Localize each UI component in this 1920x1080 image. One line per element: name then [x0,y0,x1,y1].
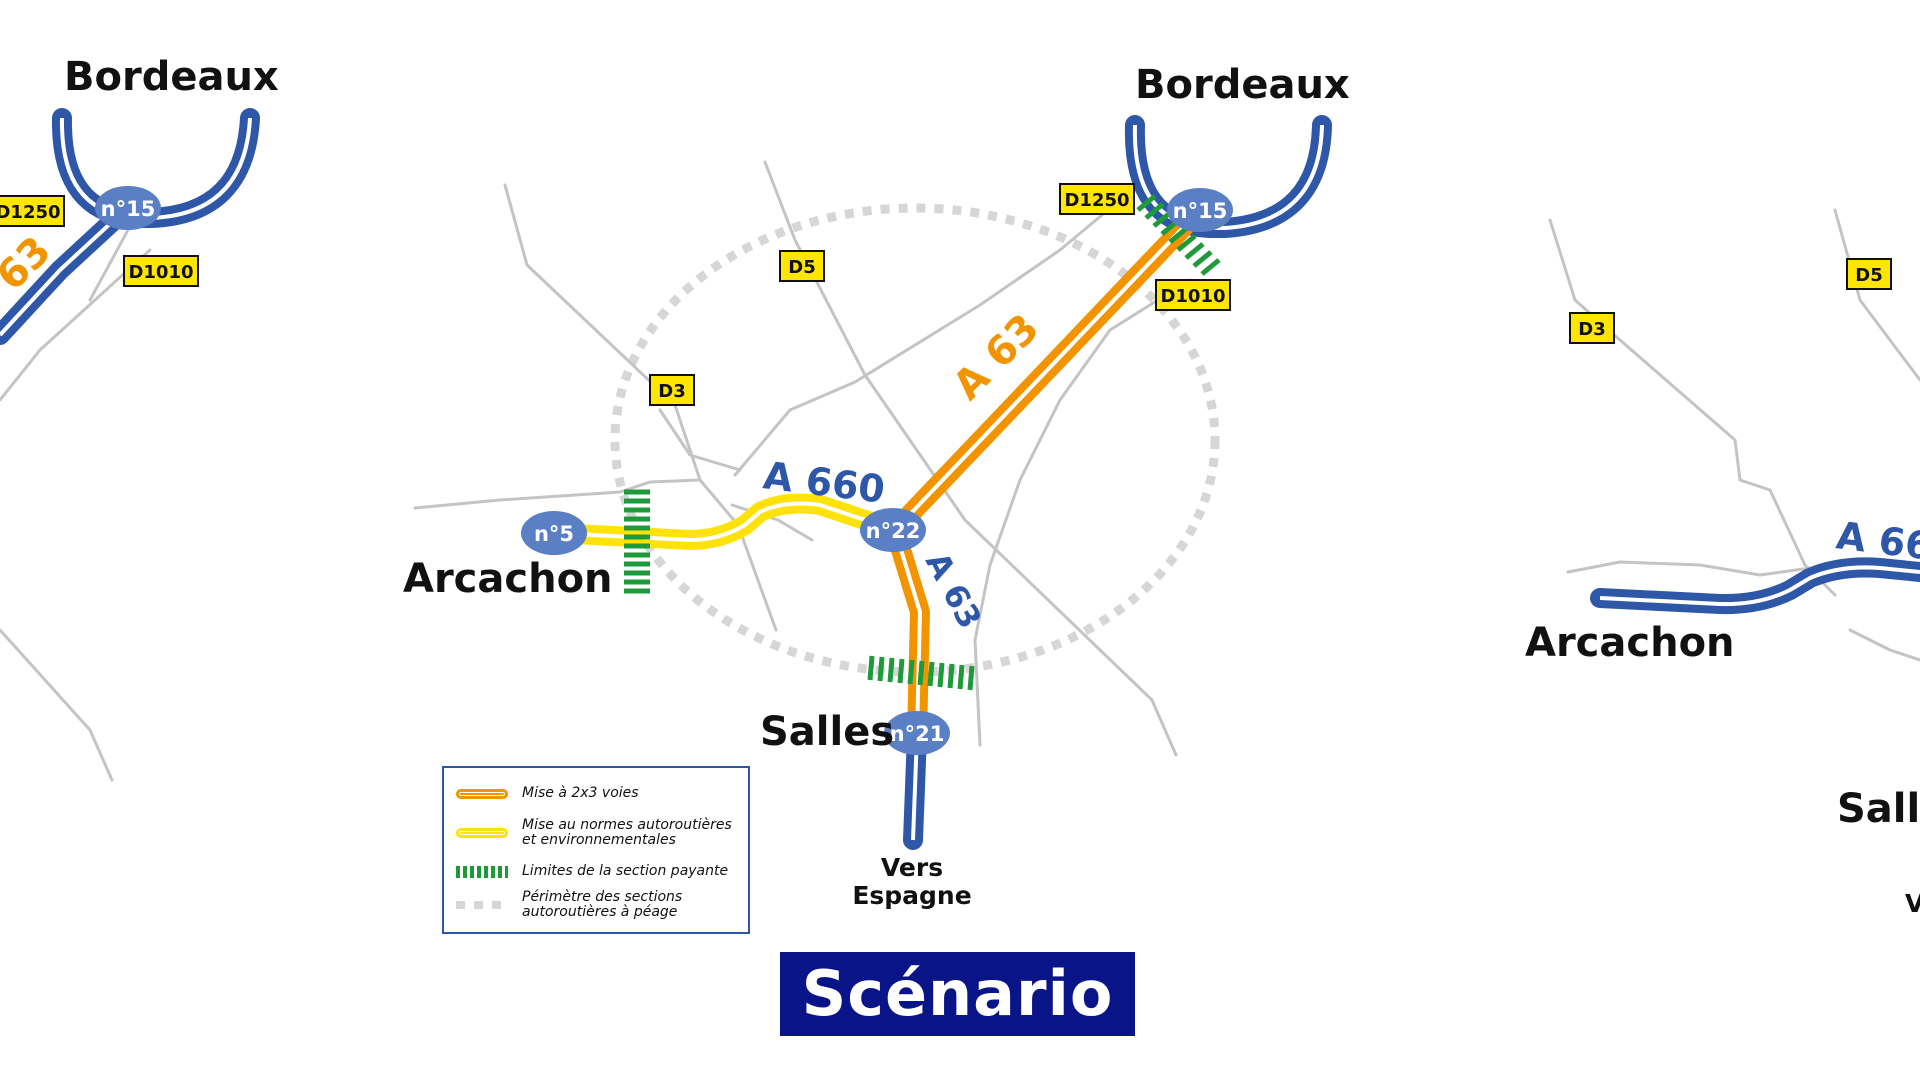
toll-limit-south [867,655,975,691]
center-map: n°15 n°22 n°21 n°5 D1250 D1010 D5 D3 A 6… [403,62,1350,910]
junction-21-label: n°21 [890,722,945,746]
a63-north-widening-inner [893,210,1200,532]
right-city-salles-partial: Salle [1837,786,1920,832]
legend-text-toll-perimeter: Périmètre des sections autoroutières à p… [522,889,683,920]
legend-text-widening: Mise à 2x3 voies [522,785,639,801]
local-road [88,228,130,302]
legend-swatch-green [456,865,508,878]
legend-swatch-yellow [456,828,508,838]
junction-21 [884,711,950,755]
left-city-bordeaux: Bordeaux [64,54,279,100]
map-legend: Mise à 2x3 voies Mise au normes autorout… [442,766,750,934]
junction-15 [1167,188,1233,232]
local-road-d1010 [973,278,1192,747]
right-road-d5-label: D5 [1855,265,1882,286]
local-road [0,248,152,402]
road-d3-badge [649,374,695,406]
legend-swatch-orange [456,788,508,799]
toll-limit-north [1136,194,1221,276]
city-salles: Salles [760,709,894,755]
junction-15-label: n°15 [1173,199,1228,223]
local-road-south [658,408,742,472]
legend-row-toll-limits: Limites de la section payante [456,864,747,879]
road-d5-label: D5 [788,257,815,278]
local-road-d3 [503,183,778,632]
local-road-d5 [763,160,1178,757]
junction-22 [860,508,926,552]
road-d3-label: D3 [658,381,685,402]
right-direction-partial: V [1905,889,1920,918]
right-road-d3-label: D3 [1578,319,1605,340]
junction-22-label: n°22 [866,519,921,543]
road-d1250-label: D1250 [1064,190,1129,211]
local-road [0,628,114,782]
toll-limit-west [624,489,650,594]
scenario-label: Scénario 2 [780,952,1135,1080]
local-road-d1250 [733,198,1122,477]
local-road [1548,218,1837,597]
left-road-d1010-badge [123,255,199,287]
left-road-d1010-label: D1010 [128,262,193,283]
left-junction-15 [95,186,161,230]
direction-line1: Vers [881,853,943,882]
a63-south-widening-inner [893,529,922,736]
left-a63-blue-inner [0,208,127,337]
right-a660-blue-inner [1599,565,1920,607]
local-road [1848,628,1920,662]
right-map: D5 D3 A 66 Arcachon Salle V [1525,208,1920,918]
a660-upgrade-inner [554,501,896,542]
right-road-d3-badge [1569,312,1615,344]
road-d1010-badge [1155,279,1231,311]
legend-text-toll-limits: Limites de la section payante [522,863,729,879]
bordeaux-ring-inner [1132,124,1324,230]
left-map: n°15 Bordeaux D1250 D1010 63 [0,54,279,782]
junction-5 [521,511,587,555]
local-road [1833,208,1920,382]
right-road-d5-badge [1846,258,1892,290]
direction-line2: Espagne [852,881,971,910]
road-d1010-label: D1010 [1160,286,1225,307]
left-road-d1250-badge [0,195,65,227]
left-junction-15-label: n°15 [101,197,156,221]
legend-row-widening: Mise à 2x3 voies [456,786,747,801]
right-city-arcachon: Arcachon [1525,620,1735,666]
city-bordeaux: Bordeaux [1135,62,1350,108]
center-local-roads [413,160,1192,757]
city-arcachon: Arcachon [403,556,613,602]
left-road-d1250-label: D1250 [0,202,61,223]
junction-5-label: n°5 [534,522,574,546]
road-d1250-badge [1059,183,1135,215]
legend-row-upgrade: Mise au normes autoroutières et environn… [456,818,747,848]
left-local-roads [0,228,152,782]
legend-swatch-grey [456,901,508,909]
legend-row-toll-perimeter: Périmètre des sections autoroutières à p… [456,890,747,920]
road-d5-badge [779,250,825,282]
local-road-west [413,478,702,510]
legend-text-upgrade: Mise au normes autoroutières et environn… [522,817,732,848]
